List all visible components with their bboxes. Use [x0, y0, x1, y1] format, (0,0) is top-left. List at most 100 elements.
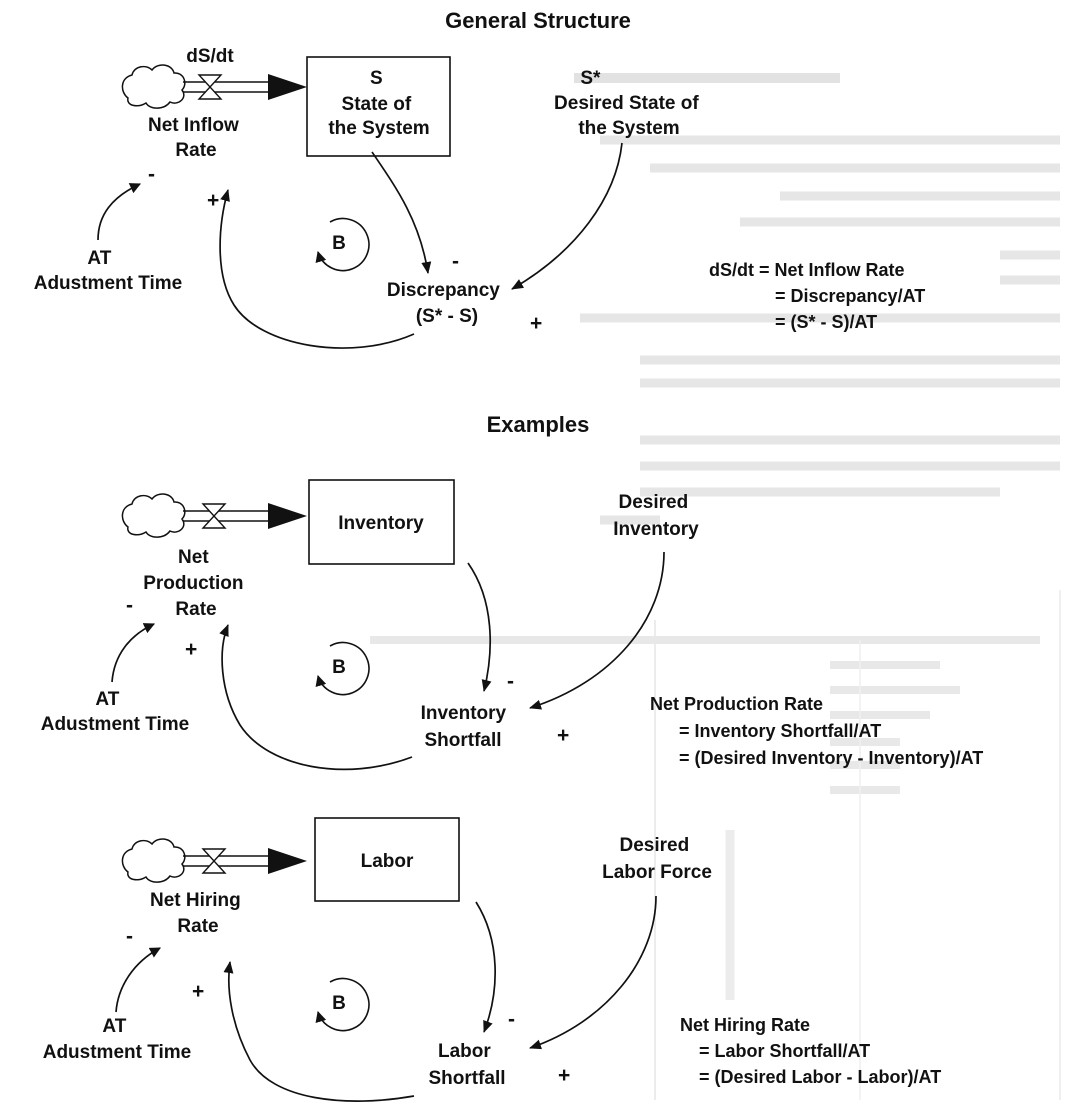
at-line-2: Adustment Time — [43, 1042, 192, 1063]
flow-line-1: Net Hiring — [150, 890, 241, 911]
polarity-at-flow: - — [148, 163, 155, 186]
flow-line-2: Production — [143, 573, 243, 594]
bleed-through-texture — [370, 73, 1061, 1100]
loop-type-label: B — [332, 233, 346, 254]
gap-line-2: Shortfall — [428, 1068, 505, 1089]
link-stock-to-gap — [371, 151, 432, 274]
flow-line-1: Net — [178, 547, 209, 568]
at-line-1: AT — [95, 689, 119, 710]
eq-line-3: = (Desired Labor - Labor)/AT — [699, 1067, 941, 1087]
eq-line-1: Net Hiring Rate — [680, 1015, 810, 1035]
stock-line-1: S — [370, 68, 383, 89]
rate-name-label: dS/dt — [186, 46, 234, 67]
at-line-2: Adustment Time — [41, 714, 190, 735]
general-structure-title: General Structure — [445, 8, 631, 33]
flow-pipe — [183, 848, 307, 874]
polarity-stock-gap: - — [508, 1008, 515, 1031]
gap-line-1: Labor — [438, 1041, 491, 1062]
general-equation: dS/dt = Net Inflow Rate = Discrepancy/AT… — [709, 260, 930, 332]
discrepancy-label: Discrepancy (S* - S) — [387, 280, 505, 327]
eq-line-2: = Discrepancy/AT — [775, 286, 925, 306]
link-stock-to-gap — [467, 562, 492, 692]
inventory-shortfall-label: Inventory Shortfall — [421, 703, 512, 751]
adjustment-time-label: AT Adustment Time — [34, 248, 183, 294]
gap-line-1: Inventory — [421, 703, 507, 724]
source-cloud-icon — [121, 493, 186, 538]
flow-rate-label: Net Inflow Rate — [148, 115, 244, 161]
labor-shortfall-label: Labor Shortfall — [428, 1041, 505, 1089]
stock-line-2: State of — [342, 94, 412, 115]
link-stock-to-gap — [475, 901, 496, 1033]
balancing-loop-marker: B — [315, 977, 370, 1032]
polarity-gap-flow: + — [530, 312, 542, 335]
link-desired-to-gap — [529, 895, 657, 1050]
desired-labor-force-label: Desired Labor Force — [602, 835, 712, 883]
link-gap-to-flow — [219, 189, 415, 349]
inventory-example-diagram: Inventory Desired Inventory Net Producti… — [41, 479, 983, 771]
adjustment-time-label: AT Adustment Time — [43, 1016, 192, 1063]
eq-line-3: = (Desired Inventory - Inventory)/AT — [679, 748, 983, 768]
desired-line-2: Desired State of — [554, 93, 699, 114]
at-line-1: AT — [87, 248, 111, 269]
polarity-flow-gap: + — [185, 638, 197, 661]
link-gap-to-flow — [223, 961, 415, 1102]
desired-line-2: Labor Force — [602, 862, 712, 883]
eq-line-1: dS/dt = Net Inflow Rate — [709, 260, 905, 280]
polarity-gap-flow: + — [557, 724, 569, 747]
at-line-2: Adustment Time — [34, 273, 183, 294]
stock-label-labor: Labor — [361, 851, 414, 872]
flow-line-2: Rate — [175, 140, 216, 161]
eq-line-1: Net Production Rate — [650, 694, 823, 714]
general-structure-diagram: dS/dt S State of the System S* Desired S… — [34, 46, 930, 349]
link-desired-to-gap — [529, 551, 665, 710]
desired-line-1: Desired — [619, 492, 689, 513]
balancing-loop-marker: B — [315, 217, 370, 272]
gap-line-2: Shortfall — [424, 730, 501, 751]
gap-line-1: Discrepancy — [387, 280, 500, 301]
examples-title: Examples — [487, 412, 590, 437]
eq-line-3: = (S* - S)/AT — [775, 312, 877, 332]
loop-type-label: B — [332, 993, 346, 1014]
stock-label-state: S State of the System — [328, 68, 429, 139]
source-cloud-icon — [121, 64, 186, 109]
polarity-at-flow: - — [126, 925, 133, 948]
flow-valve-icon — [201, 503, 227, 529]
net-production-rate-label: Net Production Rate — [143, 547, 249, 620]
flow-line-1: Net Inflow — [148, 115, 239, 136]
link-at-to-flow — [115, 947, 161, 1013]
desired-inventory-label: Desired Inventory — [613, 492, 699, 540]
desired-state-label: S* Desired State of the System — [554, 68, 704, 139]
loop-type-label: B — [332, 657, 346, 678]
stock-line-3: the System — [328, 118, 429, 139]
desired-line-1: S* — [580, 68, 601, 89]
link-desired-to-gap — [511, 142, 623, 290]
eq-line-2: = Labor Shortfall/AT — [699, 1041, 870, 1061]
balancing-loop-marker: B — [315, 641, 370, 696]
at-line-1: AT — [102, 1016, 126, 1037]
labor-equation: Net Hiring Rate = Labor Shortfall/AT = (… — [680, 1015, 941, 1087]
flow-line-2: Rate — [177, 916, 218, 937]
link-at-to-flow — [111, 623, 155, 683]
source-cloud-icon — [121, 838, 186, 883]
polarity-stock-gap: - — [452, 250, 459, 273]
stock-box-state — [306, 56, 451, 157]
desired-line-3: the System — [578, 118, 679, 139]
polarity-stock-gap: - — [507, 670, 514, 693]
polarity-flow-gap: + — [192, 980, 204, 1003]
flow-valve-icon — [197, 74, 223, 100]
stock-label-inventory: Inventory — [338, 513, 424, 534]
stock-box-inventory — [308, 479, 455, 565]
desired-line-1: Desired — [620, 835, 690, 856]
stock-box-labor — [314, 817, 460, 902]
net-hiring-rate-label: Net Hiring Rate — [150, 890, 246, 937]
flow-line-3: Rate — [175, 599, 216, 620]
polarity-at-flow: - — [126, 594, 133, 617]
gap-line-2: (S* - S) — [416, 306, 478, 327]
flow-pipe — [183, 503, 307, 529]
adjustment-time-label: AT Adustment Time — [41, 689, 190, 735]
link-at-to-flow — [97, 183, 141, 241]
labor-example-diagram: Labor Desired Labor Force Net Hiring Rat… — [43, 817, 941, 1102]
eq-line-2: = Inventory Shortfall/AT — [679, 721, 881, 741]
flow-valve-icon — [201, 848, 227, 874]
